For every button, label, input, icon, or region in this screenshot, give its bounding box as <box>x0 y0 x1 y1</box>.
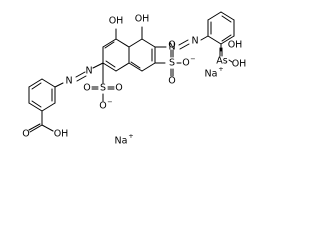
carboxyl-oh-label: OH <box>54 129 69 140</box>
sulfonate-right-o-minus-label: O <box>182 58 189 69</box>
atom-labels: OH OH N N As OH OH S O O O − Na + N N S … <box>22 13 246 147</box>
azo-left-n2-label: N <box>65 76 72 87</box>
sulfonate-right-o-bottom-label: O <box>168 76 175 87</box>
azo-right-n2-label: N <box>191 36 198 47</box>
sulfonate-right-o-top-label: O <box>168 40 175 51</box>
carboxyl-o-label: O <box>22 129 29 140</box>
sulfonate-left-o-minus-label: O <box>99 101 106 112</box>
sulfonate-right-minus-label: − <box>190 55 195 63</box>
sodium-2-charge-label: + <box>128 132 133 140</box>
hydroxyl-left-label: OH <box>109 16 124 27</box>
chemical-structure: OH OH N N As OH OH S O O O − Na + N N S … <box>22 11 246 147</box>
arsonic-oh-right-label: OH <box>232 59 247 70</box>
sulfonate-left-minus-label: − <box>107 98 112 106</box>
arsonic-oh-top-label: OH <box>228 40 243 51</box>
sodium-2-label: Na <box>115 136 128 147</box>
sodium-1-label: Na <box>205 69 218 80</box>
sulfonate-right-s-label: S <box>169 58 175 69</box>
sulfonate-left-o-left-label: O <box>83 83 90 94</box>
azo-left-n1-label: N <box>85 66 92 77</box>
bond-lines <box>28 11 235 133</box>
hydroxyl-top-label: OH <box>135 14 150 25</box>
sodium-1-charge-label: + <box>218 65 223 73</box>
sulfonate-left-o-right-label: O <box>115 83 122 94</box>
arsonic-as-label: As <box>216 56 227 67</box>
sulfonate-left-s-label: S <box>100 83 106 94</box>
azo-right-n1-label: N <box>168 42 175 53</box>
